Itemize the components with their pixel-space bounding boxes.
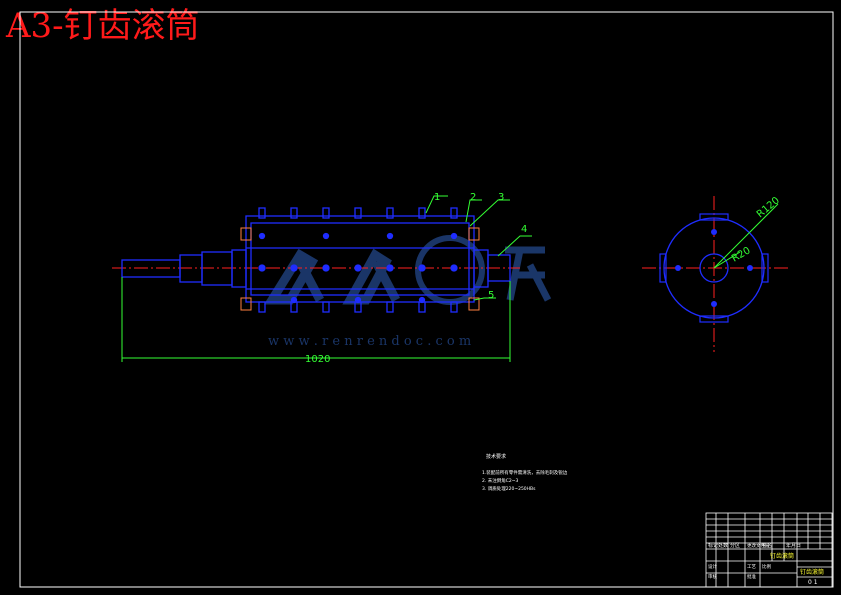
callout-3: 3	[498, 192, 504, 203]
bolt-holes	[258, 264, 458, 272]
title-block-header: 分区	[730, 542, 740, 549]
watermark-glyph	[263, 248, 324, 305]
end-view-teeth	[659, 213, 769, 323]
title-block-role: 审核	[708, 573, 717, 580]
watermark-url: w w w . r e n r e n d o c . c o m	[268, 334, 471, 349]
title-block-role: 批准	[747, 573, 756, 580]
dimension-length-label: 1020	[305, 354, 330, 365]
drawing-title: A3-钉齿滚筒	[6, 6, 200, 46]
notes-line-2: 2. 未注倒角C2~3	[482, 477, 518, 484]
end-view-inner-circle	[699, 253, 729, 283]
dimension-length	[121, 277, 511, 362]
title-block	[705, 512, 833, 588]
drum-inner	[250, 222, 470, 296]
title-block-header: 更改文件号	[747, 542, 770, 549]
notes-heading: 技术要求	[486, 453, 506, 460]
teeth-top	[258, 207, 458, 219]
callout-5: 5	[488, 290, 494, 301]
title-block-header: 签名	[762, 542, 772, 549]
title-block-role: 工艺	[747, 564, 756, 570]
title-block-header: 处数	[718, 542, 728, 549]
radius-leader-inner	[713, 251, 741, 269]
technical-notes: 技术要求 1.装配前所有零件需清洗，去除毛刺及锐边 2. 未注倒角C2~3 3.…	[482, 453, 568, 492]
callout-4: 4	[521, 224, 527, 235]
title-block-drawing-name: 钉齿滚筒	[770, 552, 794, 560]
end-view-outer-circle	[663, 217, 765, 319]
callout-1: 1	[434, 192, 440, 203]
end-view-bolts	[675, 229, 753, 307]
leader-lines	[425, 195, 532, 301]
radius-leader-outer	[713, 203, 779, 269]
title-block-sheet: 0 1	[808, 579, 818, 586]
bolt-holes-outer	[258, 232, 458, 304]
radius-outer-label: R120	[755, 195, 782, 220]
title-block-part-name: 钉齿滚筒	[800, 568, 824, 576]
title-block-scale: 比例	[762, 563, 771, 570]
callout-2: 2	[470, 192, 476, 203]
roller-end-view: R120 R20	[642, 195, 790, 352]
title-block-role: 设计	[708, 563, 717, 570]
watermark-glyph	[505, 246, 552, 302]
notes-line-1: 1.装配前所有零件需清洗，去除毛刺及锐边	[482, 469, 568, 476]
watermark-glyph	[342, 248, 400, 305]
notes-line-3: 3. 调质处理220~250HBs	[482, 485, 536, 492]
title-block-header: 年月日	[786, 542, 801, 549]
bearing-details	[240, 227, 480, 311]
inner-frame	[19, 11, 834, 588]
title-block-header: 标记	[708, 542, 718, 549]
